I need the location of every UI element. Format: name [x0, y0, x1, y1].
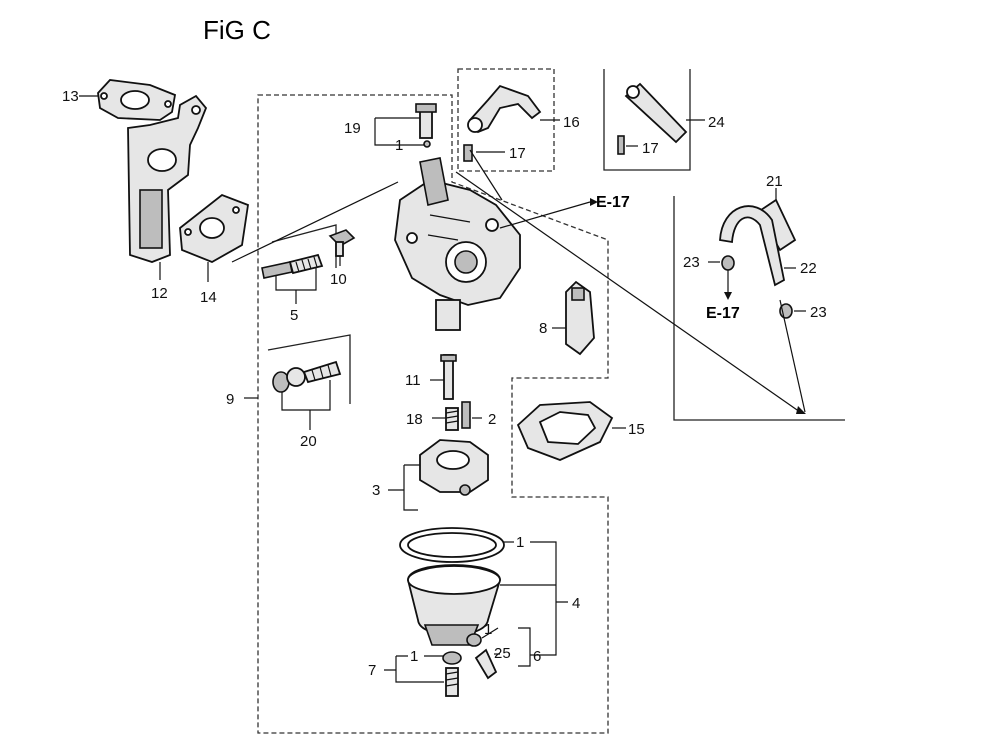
label-1-top: 1: [395, 137, 403, 154]
arrow-e17-down: [724, 292, 732, 300]
lever-24: [617, 82, 688, 155]
carburetor-group-box: [257, 94, 609, 734]
leader-6: [518, 627, 545, 667]
label-17-choke: 17: [509, 145, 526, 162]
ref-e17-hose: E-17: [706, 305, 740, 322]
label-22: 22: [800, 260, 817, 277]
label-17-lever: 17: [642, 140, 659, 157]
leader-1c: [481, 627, 499, 639]
label-8: 8: [539, 320, 547, 337]
leader-19: [374, 117, 420, 146]
arrow-e17-right: [590, 198, 598, 206]
label-13: 13: [62, 88, 79, 105]
connector-carburetor-e17: [499, 201, 591, 229]
jet-kit-box: [267, 334, 351, 404]
ref-e17-carburetor: E-17: [596, 194, 630, 211]
label-20: 20: [300, 433, 317, 450]
label-2: 2: [488, 411, 496, 428]
label-6: 6: [533, 648, 541, 665]
insulator-plate-12: [127, 94, 208, 263]
needle-2: [461, 401, 471, 429]
label-9: 9: [226, 391, 234, 408]
arrowheads-hose-box: [796, 406, 806, 414]
choke-lever-16: [463, 84, 542, 162]
drain-screw-25: [466, 633, 498, 680]
float-pin-11: [440, 354, 457, 400]
hose-box: [673, 196, 845, 421]
label-11: 11: [405, 372, 421, 389]
label-3: 3: [372, 482, 380, 499]
label-1-drain: 1: [484, 621, 492, 638]
leader-3: [388, 464, 420, 511]
clamps-23: [721, 255, 793, 319]
connector-hose: [779, 299, 806, 413]
spring-18: [445, 407, 459, 431]
label-16: 16: [563, 114, 580, 131]
screw-10: [328, 229, 356, 257]
connector-14-carburetor: [231, 181, 399, 263]
bolt-19: [415, 103, 437, 148]
hose-22: [719, 205, 786, 287]
connector-lever-hose: [455, 171, 801, 413]
label-23-left: 23: [683, 254, 700, 271]
float-3: [419, 439, 489, 496]
label-4: 4: [572, 595, 580, 612]
label-19: 19: [344, 120, 361, 137]
label-1-bolt: 1: [410, 648, 418, 665]
bowl-bolt-7: [442, 651, 462, 697]
leader-20: [281, 380, 331, 430]
label-14: 14: [200, 289, 217, 306]
gasket-15: [516, 401, 614, 461]
carburetor-body: [394, 157, 521, 331]
gasket-13: [97, 79, 177, 121]
o-ring-1: [399, 527, 505, 563]
jet-20: [272, 360, 342, 393]
figure-title: FiG C: [203, 15, 271, 45]
label-23-right: 23: [810, 304, 827, 321]
leader-5: [275, 268, 317, 304]
label-10: 10: [330, 271, 347, 288]
label-7: 7: [368, 662, 376, 679]
connector-16-carburetor: [469, 149, 503, 201]
label-18: 18: [406, 411, 423, 428]
label-25: 25: [494, 645, 511, 662]
label-24: 24: [708, 114, 725, 131]
label-5: 5: [290, 307, 298, 324]
float-valve-8: [565, 280, 595, 356]
gasket-14: [179, 193, 249, 263]
label-21: 21: [766, 173, 783, 190]
label-1-oring: 1: [516, 534, 524, 551]
label-12: 12: [151, 285, 168, 302]
leader-4: [500, 541, 568, 656]
label-15: 15: [628, 421, 645, 438]
screw-5: [261, 253, 324, 279]
leader-7: [384, 655, 444, 683]
